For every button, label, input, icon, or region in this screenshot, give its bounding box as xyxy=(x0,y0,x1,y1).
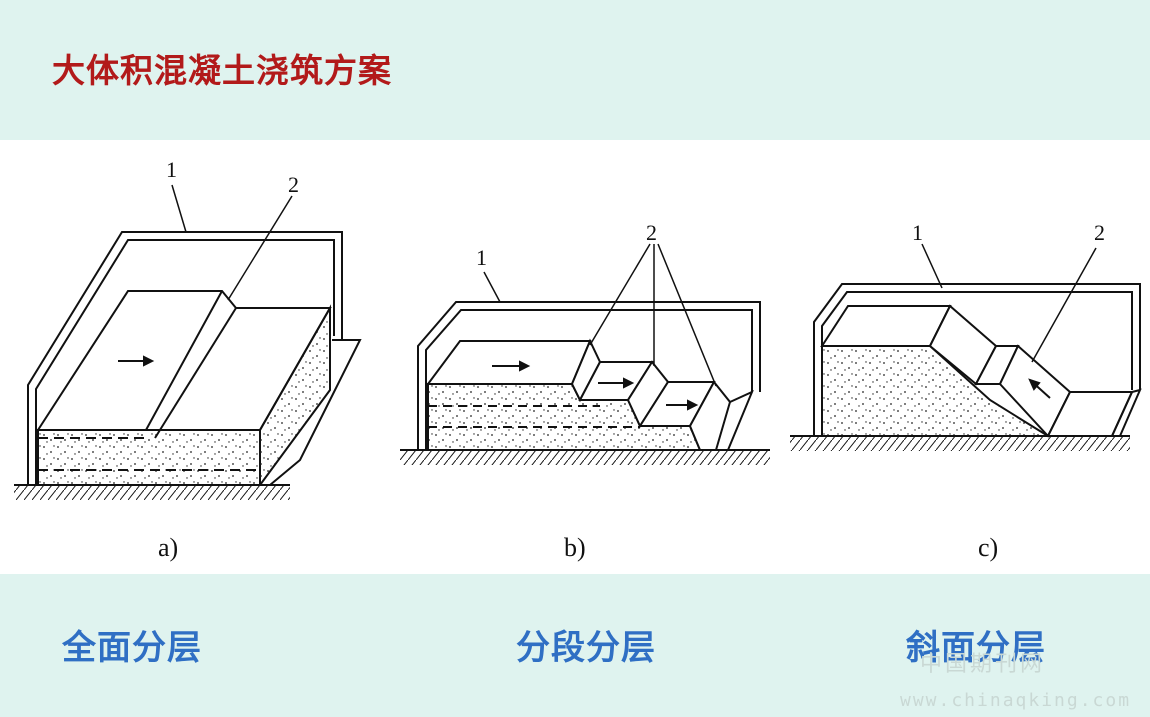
callout-2-c: 2 xyxy=(1094,220,1105,245)
callout-1-a: 1 xyxy=(166,157,177,182)
pouring-schemes-diagram: 1 2 a) 1 2 b) xyxy=(14,157,1142,562)
arrow-icon xyxy=(1028,378,1041,391)
sub-label-b: b) xyxy=(564,533,586,562)
arrow-icon xyxy=(687,399,699,411)
concrete-a xyxy=(37,429,261,486)
caption-a: 全面分层 xyxy=(62,628,202,668)
caption-c: 斜面分层 xyxy=(906,628,1046,668)
arrow-icon xyxy=(623,377,635,389)
callout-2-a: 2 xyxy=(288,172,299,197)
ground-hatch-b xyxy=(400,451,770,465)
sub-label-a: a) xyxy=(158,533,178,562)
callout-1-b: 1 xyxy=(476,245,487,270)
diagram-c xyxy=(790,243,1142,451)
watermark-cn: 中国期刊网 xyxy=(920,652,1046,677)
header-band xyxy=(0,0,1150,140)
callout-2-b: 2 xyxy=(646,220,657,245)
watermark-url: www.chinaqking.com xyxy=(900,690,1132,711)
ground-hatch-c xyxy=(790,437,1130,451)
formwork-a xyxy=(27,231,343,485)
caption-b: 分段分层 xyxy=(516,628,656,668)
footer-band xyxy=(0,574,1150,717)
diagram-b xyxy=(400,243,770,465)
formwork-b xyxy=(417,301,761,450)
ground-hatch-a xyxy=(14,486,290,500)
arrow-icon xyxy=(143,355,155,367)
formwork-c xyxy=(813,283,1141,436)
figure-panel: 1 2 a) 1 2 b) xyxy=(0,140,1150,574)
arrow-icon xyxy=(519,360,531,372)
sub-label-c: c) xyxy=(978,533,998,562)
diagram-a xyxy=(14,184,362,500)
callout-1-c: 1 xyxy=(912,220,923,245)
page-title: 大体积混凝土浇筑方案 xyxy=(52,51,392,90)
